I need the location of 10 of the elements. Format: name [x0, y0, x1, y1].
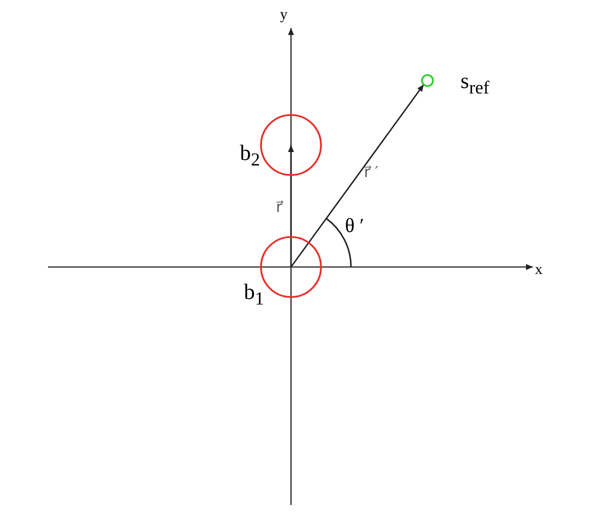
vector-arrow [290, 84, 424, 268]
axis-label: x [535, 263, 542, 278]
vector-label: r⃗ ′ [364, 165, 378, 180]
node-label: b$_{2}$ [240, 142, 260, 169]
vector-label: r⃗ [276, 200, 282, 215]
node-label: b$_{1}$ [244, 281, 264, 308]
axis-label: y [280, 8, 288, 23]
vector-arrow [288, 145, 294, 267]
node-label: s$_{ref}$ [460, 70, 490, 97]
angle-label: θ ′ [345, 216, 364, 236]
